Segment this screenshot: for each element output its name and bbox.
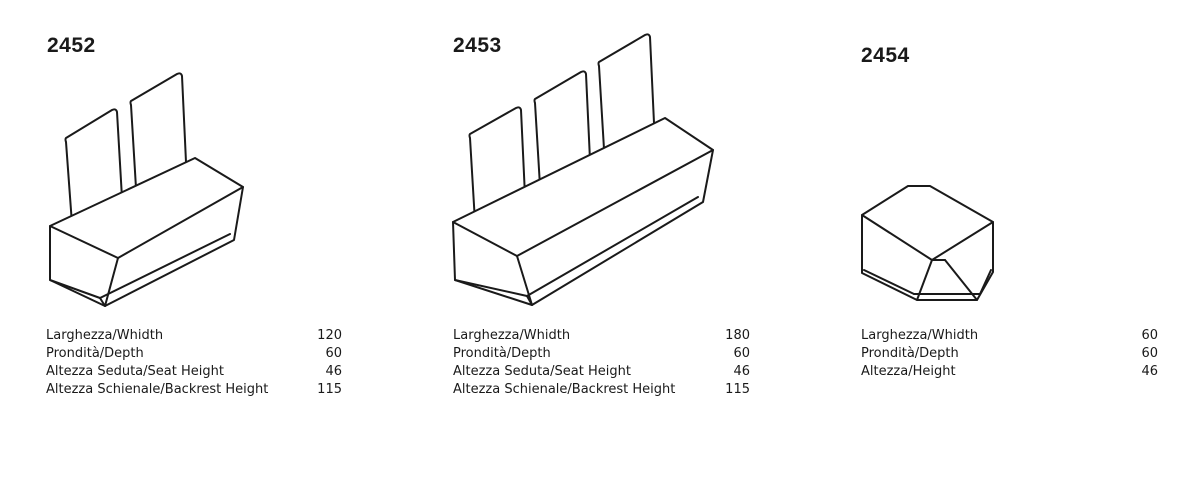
product-2452: 2452 Larghezza/Whidth 120 Prondità/Depth 6… xyxy=(0,0,400,504)
spec-row: Altezza Seduta/Seat Height 46 xyxy=(46,363,342,381)
spec-value: 120 xyxy=(317,328,342,343)
spec-label: Altezza Seduta/Seat Height xyxy=(453,364,631,379)
spec-row: Prondità/Depth 60 xyxy=(861,345,1158,363)
spec-value: 115 xyxy=(317,382,342,397)
spec-row: Altezza Seduta/Seat Height 46 xyxy=(453,363,750,381)
spec-label: Altezza Seduta/Seat Height xyxy=(46,364,224,379)
spec-label: Prondità/Depth xyxy=(453,346,551,361)
spec-label: Altezza/Height xyxy=(861,364,956,379)
bench-two-backrests-drawing xyxy=(0,0,400,320)
spec-table: Larghezza/Whidth 180 Prondità/Depth 60 Alt… xyxy=(453,327,750,399)
spec-label: Larghezza/Whidth xyxy=(46,328,164,343)
product-2454: 2454 Larghezza/Whidth 60 Prondità/Depth 60… xyxy=(810,0,1185,504)
spec-row: Altezza/Height 46 xyxy=(861,363,1158,381)
spec-value: 46 xyxy=(1141,364,1158,379)
spec-label: Larghezza/Whidth xyxy=(861,328,979,343)
product-code: 2453 xyxy=(453,34,502,57)
spec-value: 180 xyxy=(725,328,750,343)
product-code: 2454 xyxy=(861,44,910,67)
spec-table: Larghezza/Whidth 60 Prondità/Depth 60 Alte… xyxy=(861,327,1158,381)
bench-three-backrests-drawing xyxy=(400,0,810,320)
spec-row: Altezza Schienale/Backrest Height 115 xyxy=(46,381,342,399)
spec-value: 115 xyxy=(725,382,750,397)
product-code: 2452 xyxy=(47,34,96,57)
spec-row: Prondità/Depth 60 xyxy=(46,345,342,363)
spec-value: 60 xyxy=(1141,328,1158,343)
spec-label: Altezza Schienale/Backrest Height xyxy=(46,382,269,397)
spec-row: Prondità/Depth 60 xyxy=(453,345,750,363)
spec-label: Prondità/Depth xyxy=(46,346,144,361)
spec-label: Prondità/Depth xyxy=(861,346,959,361)
product-2453: 2453 Larghezza/Whidth 180 Prondità/Depth 6… xyxy=(400,0,810,504)
spec-row: Larghezza/Whidth 60 xyxy=(861,327,1158,345)
spec-value: 46 xyxy=(733,364,750,379)
spec-value: 46 xyxy=(325,364,342,379)
spec-value: 60 xyxy=(325,346,342,361)
spec-row: Larghezza/Whidth 180 xyxy=(453,327,750,345)
spec-row: Larghezza/Whidth 120 xyxy=(46,327,342,345)
spec-row: Altezza Schienale/Backrest Height 115 xyxy=(453,381,750,399)
spec-label: Altezza Schienale/Backrest Height xyxy=(453,382,676,397)
spec-value: 60 xyxy=(1141,346,1158,361)
pouf-drawing xyxy=(810,0,1185,320)
spec-value: 60 xyxy=(733,346,750,361)
spec-label: Larghezza/Whidth xyxy=(453,328,571,343)
spec-table: Larghezza/Whidth 120 Prondità/Depth 60 Alt… xyxy=(46,327,342,399)
